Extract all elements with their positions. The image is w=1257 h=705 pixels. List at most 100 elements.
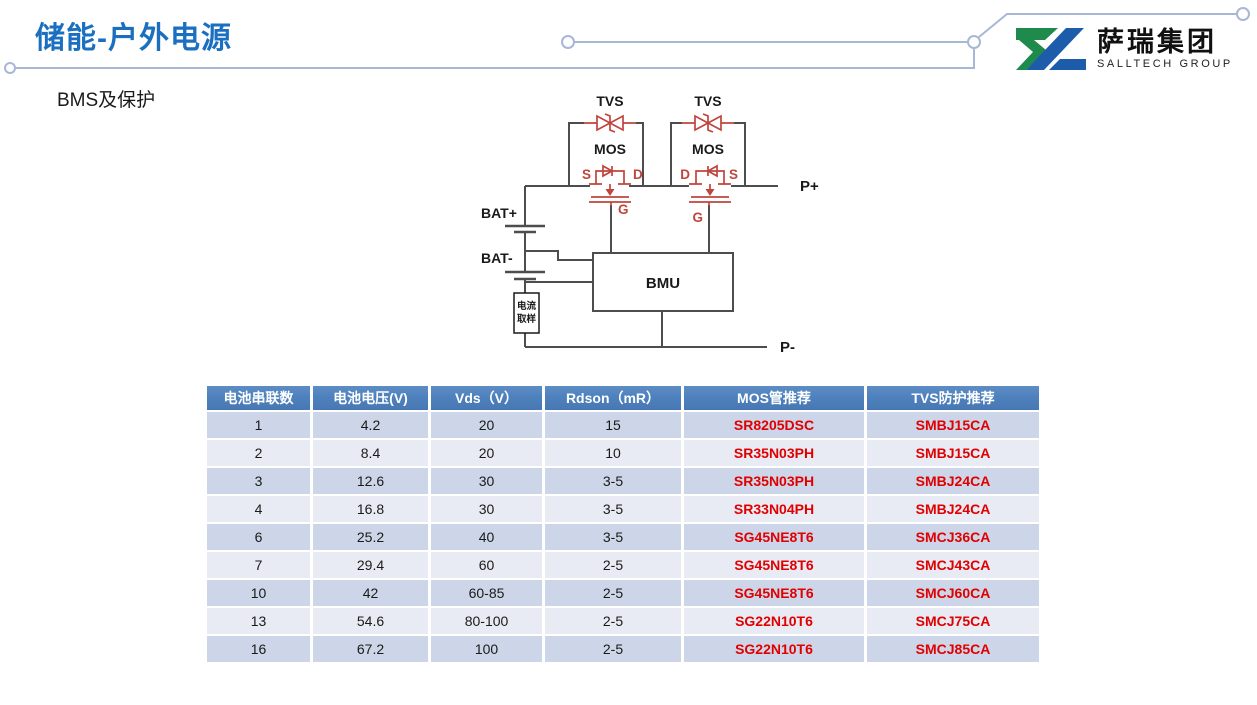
connector-dot <box>4 62 16 74</box>
table-cell: 3-5 <box>545 468 681 494</box>
table-cell: SMCJ43CA <box>867 552 1039 578</box>
col-header-battery-voltage: 电池电压(V) <box>313 386 428 410</box>
table-cell: 3-5 <box>545 496 681 522</box>
table-cell: SMCJ75CA <box>867 608 1039 634</box>
table-cell: 16 <box>207 636 310 662</box>
bat-plus-label: BAT+ <box>481 205 517 221</box>
logo-icon <box>1016 28 1086 70</box>
table-cell: 2 <box>207 440 310 466</box>
underline-rule <box>15 48 975 69</box>
table-cell: 6 <box>207 524 310 550</box>
bat-minus-label: BAT- <box>481 250 513 266</box>
table-cell: 10 <box>545 440 681 466</box>
circuit-wires <box>505 122 778 348</box>
table-cell: 1 <box>207 412 310 438</box>
table-cell: 40 <box>431 524 542 550</box>
table-cell: 20 <box>431 440 542 466</box>
logo-text: 萨瑞集团 SALLTECH GROUP <box>1097 26 1233 70</box>
table-cell: SG45NE8T6 <box>684 524 864 550</box>
col-header-mos-recommend: MOS管推荐 <box>684 386 864 410</box>
p-minus-label: P- <box>780 339 795 356</box>
col-header-vds: Vds（V） <box>431 386 542 410</box>
table-cell: 16.8 <box>313 496 428 522</box>
body-diode-arrow <box>605 189 615 196</box>
col-header-rdson: Rdson（mR） <box>545 386 681 410</box>
table-cell: SMBJ15CA <box>867 412 1039 438</box>
table-cell: SR35N03PH <box>684 440 864 466</box>
table-cell: SG45NE8T6 <box>684 552 864 578</box>
tvs-diode-symbol <box>682 113 734 133</box>
tvs2-label: TVS <box>694 93 721 109</box>
table-header-row: 电池串联数 电池电压(V) Vds（V） Rdson（mR） MOS管推荐 TV… <box>207 386 1039 410</box>
current-sampling-box <box>513 292 540 334</box>
mos1-source-label: S <box>582 167 591 182</box>
battery-long-plate <box>505 224 545 274</box>
logo-green-shape <box>1016 28 1058 70</box>
mos2-gate-label: G <box>692 210 703 225</box>
table-cell: 3-5 <box>545 524 681 550</box>
table-cell: 67.2 <box>313 636 428 662</box>
table-cell: SMBJ24CA <box>867 496 1039 522</box>
logo-company-name: 萨瑞集团 <box>1097 26 1217 57</box>
table-cell: 12.6 <box>313 468 428 494</box>
table-cell: SG22N10T6 <box>684 636 864 662</box>
table-cell: SMCJ85CA <box>867 636 1039 662</box>
table-cell: SR33N04PH <box>684 496 864 522</box>
decorative-connector-lines <box>4 7 1250 74</box>
bmu-box <box>592 252 734 312</box>
table-cell: 80-100 <box>431 608 542 634</box>
logo-blue-foot <box>1049 59 1086 70</box>
mos2-drain-label: D <box>680 167 690 182</box>
sampling-label-line1: 电流 <box>517 300 537 312</box>
mos1-label: MOS <box>594 141 626 157</box>
table-cell: SR35N03PH <box>684 468 864 494</box>
p-plus-label: P+ <box>800 178 819 195</box>
logo-blue-diagonal <box>1026 28 1084 70</box>
table-cell: 100 <box>431 636 542 662</box>
table-cell: 25.2 <box>313 524 428 550</box>
table-cell: 4 <box>207 496 310 522</box>
table-cell: 3 <box>207 468 310 494</box>
page-title: 储能-户外电源 <box>35 22 232 55</box>
tvs-diode-symbol <box>584 113 636 133</box>
table-cell: 4.2 <box>313 412 428 438</box>
table-cell: SR8205DSC <box>684 412 864 438</box>
mosfet-symbol <box>589 164 631 206</box>
table-cell: SMCJ60CA <box>867 580 1039 606</box>
diagonal-rule <box>978 13 1237 38</box>
table-cell: 30 <box>431 468 542 494</box>
table-cell: 42 <box>313 580 428 606</box>
table-cell: 54.6 <box>313 608 428 634</box>
table-cell: 13 <box>207 608 310 634</box>
table-cell: 2-5 <box>545 552 681 578</box>
battery-short-plate <box>514 230 536 281</box>
table-cell: 20 <box>431 412 542 438</box>
table-cell: SMBJ15CA <box>867 440 1039 466</box>
mos1-drain-label: D <box>633 167 643 182</box>
mos1-gate-label: G <box>618 202 629 217</box>
body-diode-arrow <box>705 189 715 196</box>
table-cell: SG45NE8T6 <box>684 580 864 606</box>
col-header-tvs-recommend: TVS防护推荐 <box>867 386 1039 410</box>
col-header-series-count: 电池串联数 <box>207 386 310 410</box>
table-cell: SG22N10T6 <box>684 608 864 634</box>
tvs1-label: TVS <box>596 93 623 109</box>
table-cell: 2-5 <box>545 636 681 662</box>
logo-company-subname: SALLTECH GROUP <box>1097 57 1233 70</box>
mosfet-symbol <box>689 164 731 206</box>
connector-dot <box>967 35 981 49</box>
table-cell: 60-85 <box>431 580 542 606</box>
company-logo: 萨瑞集团 SALLTECH GROUP <box>1014 26 1233 72</box>
mos2-label: MOS <box>692 141 724 157</box>
sampling-label-line2: 取样 <box>517 313 537 325</box>
table-cell: SMBJ24CA <box>867 468 1039 494</box>
table-cell: 2-5 <box>545 580 681 606</box>
table-cell: 15 <box>545 412 681 438</box>
table-cell: 8.4 <box>313 440 428 466</box>
